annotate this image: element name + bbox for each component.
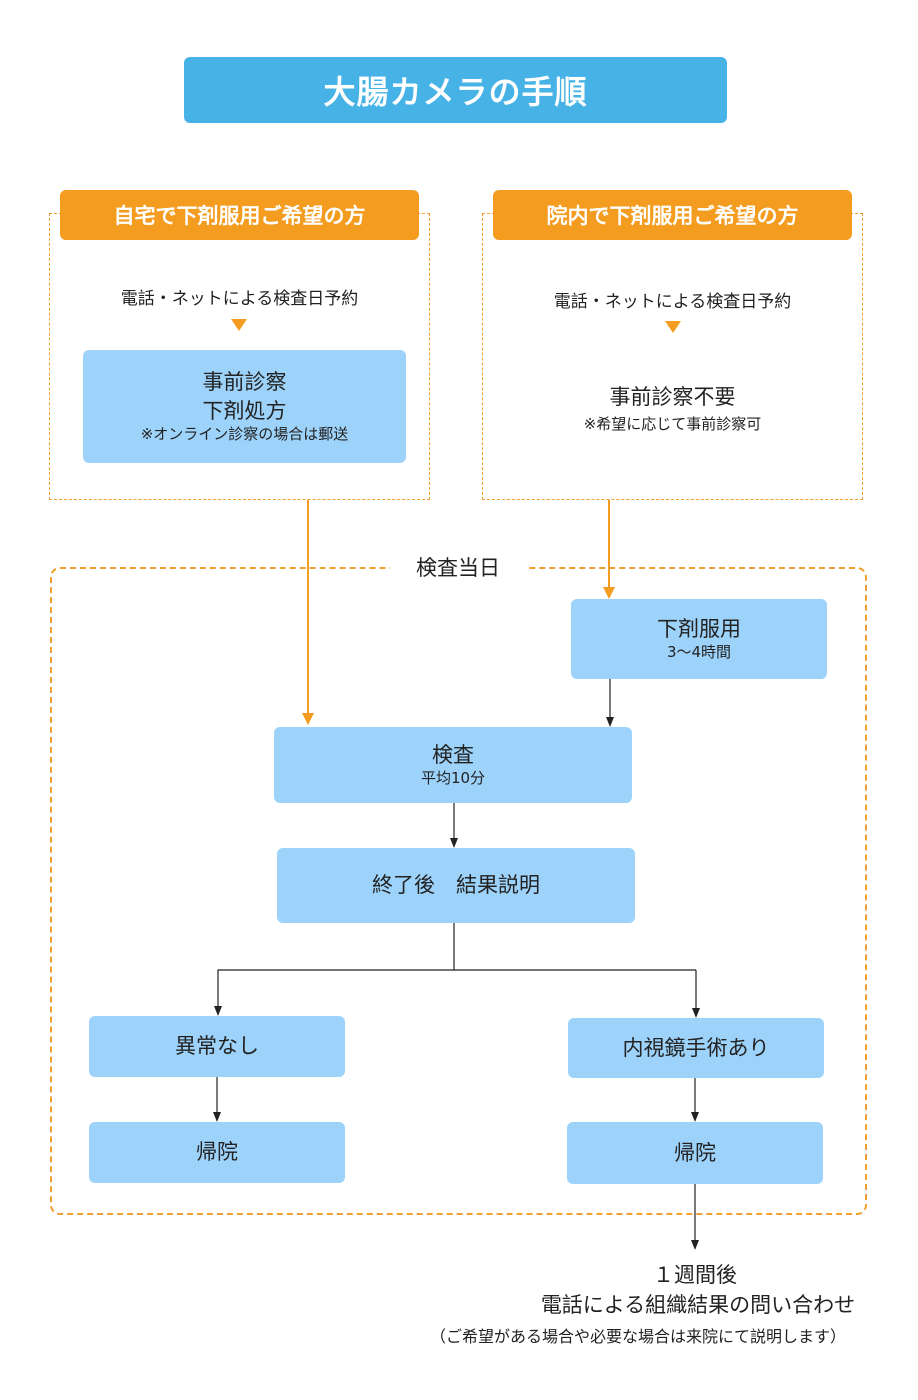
no-abnormality-label: 異常なし (175, 1034, 259, 1059)
exam-day-label: 検査当日 (390, 550, 526, 584)
one-week-later-label: １週間後 (653, 1263, 737, 1287)
pre-consultation-box: 事前診察 下剤処方 ※オンライン診察の場合は郵送 (83, 350, 406, 463)
home-booking-step: 電話・ネットによる検査日予約 (120, 288, 359, 309)
go-home-right-box: 帰院 (567, 1122, 823, 1184)
result-explanation-box: 終了後 結果説明 (277, 848, 635, 923)
pre-consultation-label: 事前診察 (202, 370, 287, 395)
online-consultation-note: ※オンライン診察の場合は郵送 (140, 425, 349, 444)
go-home-right-label: 帰院 (674, 1140, 716, 1165)
tissue-result-inquiry-label: 電話による組織結果の問い合わせ (540, 1293, 856, 1317)
clinic-laxative-header: 院内で下剤服用ご希望の方 (493, 190, 852, 240)
result-explanation-label: 終了後 結果説明 (372, 873, 540, 898)
laxative-duration-label: 3〜4時間 (666, 643, 732, 662)
exam-label: 検査 (432, 743, 474, 768)
clinic-booking-step: 電話・ネットによる検査日予約 (553, 291, 792, 312)
no-abnormality-box: 異常なし (89, 1016, 345, 1077)
endoscopic-surgery-box: 内視鏡手術あり (568, 1018, 824, 1078)
no-consultation-label: 事前診察不要 (609, 385, 736, 409)
clinic-visit-note: （ご希望がある場合や必要な場合は来院にて説明します） (429, 1327, 846, 1346)
go-home-left-box: 帰院 (89, 1122, 345, 1183)
orange-arrow-left (302, 500, 314, 725)
diagram-title: 大腸カメラの手順 (184, 57, 727, 123)
endoscopic-surgery-label: 内視鏡手術あり (622, 1035, 770, 1060)
optional-consultation-note: ※希望に応じて事前診察可 (583, 414, 762, 433)
dark-arrowheads (213, 717, 700, 1250)
orange-arrow-right (603, 500, 615, 599)
down-triangle-icon (231, 319, 247, 331)
down-triangle-icon (665, 321, 681, 333)
go-home-left-label: 帰院 (196, 1140, 238, 1165)
laxative-intake-label: 下剤服用 (657, 617, 741, 642)
laxative-prescription-label: 下剤処方 (202, 398, 287, 423)
exam-duration-label: 平均10分 (420, 769, 486, 788)
dark-arrows (216, 679, 697, 1240)
laxative-intake-box: 下剤服用 3〜4時間 (571, 599, 827, 679)
home-laxative-header: 自宅で下剤服用ご希望の方 (60, 190, 419, 240)
exam-box: 検査 平均10分 (274, 727, 632, 803)
